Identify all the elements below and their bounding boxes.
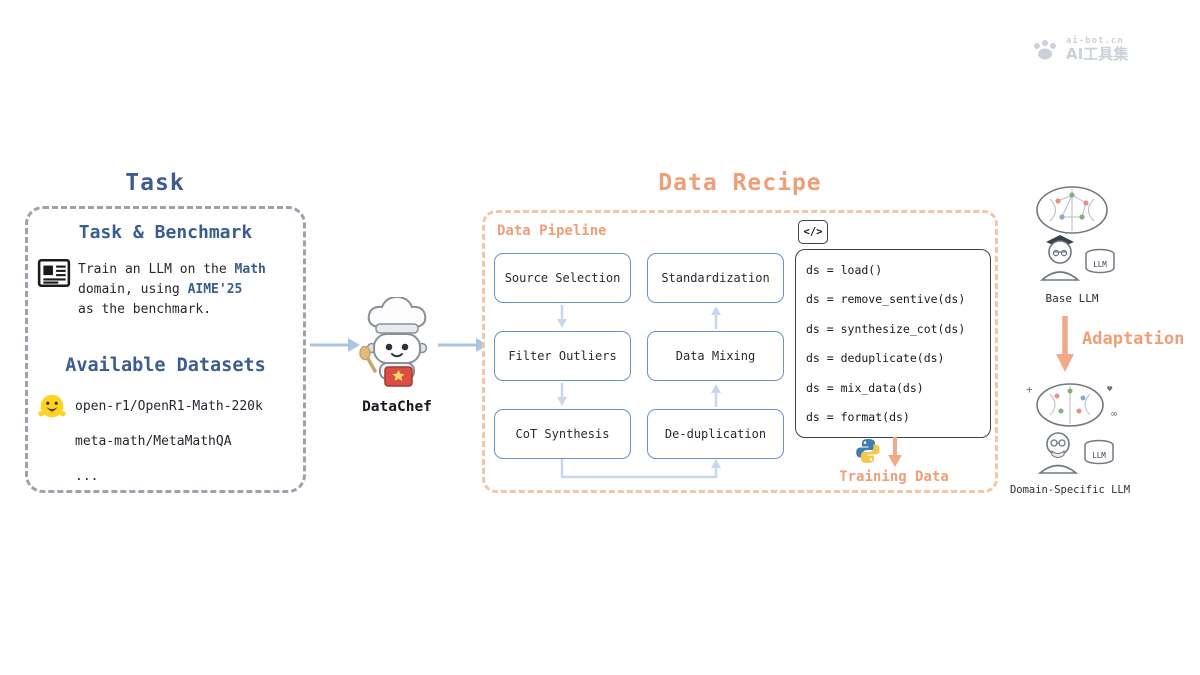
arrow-down-left-2 xyxy=(557,383,567,406)
arrow-code-to-training-data xyxy=(888,437,902,467)
code-line: ds = synthesize_cot(ds) xyxy=(806,321,966,336)
datasets-heading: Available Datasets xyxy=(65,355,266,376)
domain-specific-llm-caption: Domain-Specific LLM xyxy=(1009,484,1131,496)
code-line: ds = format(ds) xyxy=(806,409,910,424)
task-box: Task & Benchmark Train an LLM on the Mat… xyxy=(25,206,306,493)
base-llm-caption: Base LLM xyxy=(1045,292,1099,305)
code-line: ds = deduplicate(ds) xyxy=(806,351,945,366)
datasets-list: open-r1/OpenR1-Math-220k meta-math/MetaM… xyxy=(75,389,263,494)
benchmark-text-part: Train an LLM on the xyxy=(78,262,235,277)
benchmark-text-part: as the benchmark. xyxy=(78,302,212,318)
datachef-label: DataChef xyxy=(362,399,432,415)
domain-specific-llm-illustration: + ♥ ∞ LLM xyxy=(1003,377,1137,483)
task-section-title: Task xyxy=(125,170,185,196)
pipeline-label: Data Pipeline xyxy=(497,223,607,239)
pipeline-step-data-mixing: Data Mixing xyxy=(647,331,784,381)
plus-icon: + xyxy=(1026,383,1033,396)
watermark: ai-bot.cn AI工具集 xyxy=(1032,36,1128,64)
arrow-up-right-2 xyxy=(711,384,721,407)
arrow-task-to-datachef xyxy=(310,338,360,352)
benchmark-math-keyword: Math xyxy=(234,262,266,277)
pipeline-step-de-duplication: De-duplication xyxy=(647,409,784,459)
code-icon: </> xyxy=(798,220,828,244)
pipeline-step-source-selection: Source Selection xyxy=(494,253,631,303)
datachef-robot-icon xyxy=(352,297,442,393)
hugging-face-icon xyxy=(37,392,67,422)
document-icon xyxy=(37,256,71,290)
pipeline-step-cot-synthesis: CoT Synthesis xyxy=(494,409,631,459)
benchmark-aime-keyword: AIME'25 xyxy=(187,282,243,298)
benchmark-text: Train an LLM on the Math domain, using AI… xyxy=(78,260,306,320)
pipeline-step-filter-outliers: Filter Outliers xyxy=(494,331,631,381)
infinity-icon: ∞ xyxy=(1111,409,1117,420)
python-icon xyxy=(854,437,882,465)
code-line: ds = load() xyxy=(806,263,883,277)
arrow-up-right-1 xyxy=(711,306,721,329)
arrow-down-left-1 xyxy=(557,305,567,328)
benchmark-heading: Task & Benchmark xyxy=(78,222,253,243)
code-line: ds = remove_sentive(ds) xyxy=(806,292,966,307)
watermark-name: AI工具集 xyxy=(1066,45,1129,64)
training-data-label: Training Data xyxy=(839,469,949,485)
code-block: ds = load() ds = remove_sentive(ds) ds =… xyxy=(795,249,991,438)
dataset-item: meta-math/MetaMathQA xyxy=(75,434,232,449)
recipe-section-title: Data Recipe xyxy=(658,170,822,196)
llm-badge: LLM xyxy=(1092,451,1106,460)
dataset-item: ... xyxy=(75,469,99,484)
heart-icon: ♥ xyxy=(1107,385,1113,395)
arrow-adaptation xyxy=(1056,316,1074,372)
paw-logo-icon xyxy=(1034,39,1056,60)
dataset-item: open-r1/OpenR1-Math-220k xyxy=(75,399,263,414)
base-llm-illustration: LLM xyxy=(1008,182,1136,290)
benchmark-text-part: domain, using xyxy=(78,282,188,298)
pipeline-step-standardization: Standardization xyxy=(647,253,784,303)
code-line: ds = mix_data(ds) xyxy=(806,380,924,395)
llm-badge: LLM xyxy=(1093,260,1107,269)
adaptation-label: Adaptation xyxy=(1082,329,1185,349)
watermark-site: ai-bot.cn xyxy=(1066,36,1124,46)
connector-cot-to-dedup xyxy=(560,459,721,479)
